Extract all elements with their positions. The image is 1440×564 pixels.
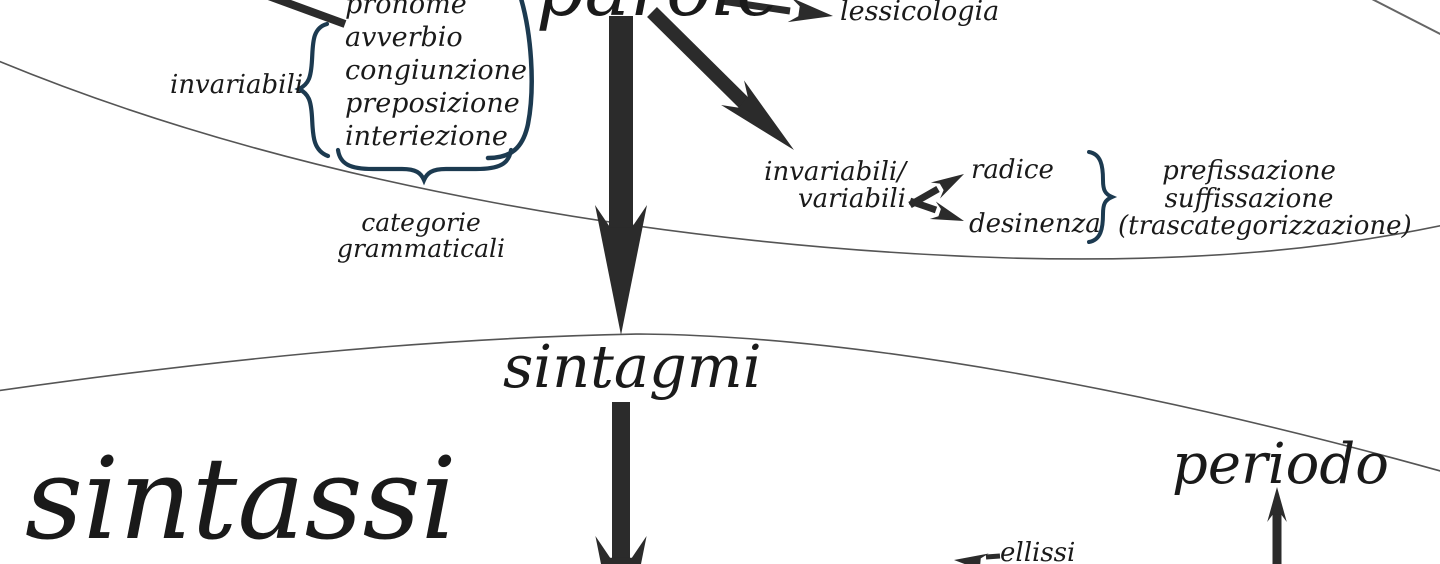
node-periodo: periodo (1172, 432, 1389, 497)
variability-label: invariabili/ variabili (726, 159, 906, 213)
node-ellissi: ellissi (1000, 538, 1076, 564)
word-formation-processes: prefissazione suffissazione (trascategor… (1118, 156, 1412, 241)
process-line: prefissazione (1162, 156, 1336, 186)
node-sintagmi: sintagmi (503, 332, 762, 401)
morfologia-ellipse-arc (0, 60, 1440, 260)
top-right-connector-line (1371, 0, 1440, 36)
process-line: (trascategorizzazione) (1118, 211, 1412, 241)
categorie-grammaticali-caption: categorie grammaticali (331, 210, 511, 262)
desinenza-label: desinenza (969, 209, 1101, 239)
categorie-under-brace (335, 147, 514, 186)
word-class-item: congiunzione (345, 55, 527, 86)
arrow-variabili-to-radice (908, 165, 969, 209)
word-class-item: avverbio (345, 22, 463, 53)
arrow-parole-to-lessicologia (721, 0, 835, 29)
arrow-sintagmi-down (595, 402, 647, 564)
word-class-item: pronome (345, 0, 467, 20)
word-class-list: pronome avverbio congiunzione preposizio… (345, 0, 527, 153)
node-parole: parole (536, 0, 781, 29)
invariabili-label: invariabili (170, 70, 304, 100)
arrow-parole-to-variabili (647, 7, 806, 163)
radice-label: radice (971, 155, 1054, 185)
sintassi-ellipse-arc (0, 333, 1440, 472)
arrow-variabili-to-desinenza (908, 197, 968, 230)
invariabili-left-brace (294, 21, 331, 159)
arrow-up-to-periodo (1267, 487, 1287, 564)
arrow-parole-to-sintagmi (595, 16, 647, 335)
radice-desinenza-right-brace (1087, 150, 1118, 244)
word-class-item: preposizione (345, 88, 520, 119)
caption-line: categorie (361, 208, 481, 237)
variability-line: invariabili/ (764, 157, 906, 187)
process-line: suffissazione (1164, 183, 1334, 214)
variability-line: variabili (797, 184, 906, 214)
arrow-segment-to-word-classes (267, 0, 347, 28)
word-class-item: interiezione (345, 121, 508, 152)
caption-line: grammaticali (336, 234, 506, 263)
arrow-left-of-ellissi (953, 550, 1001, 564)
node-lessicologia: lessicologia (840, 0, 1000, 27)
node-sintassi: sintassi (25, 433, 457, 564)
